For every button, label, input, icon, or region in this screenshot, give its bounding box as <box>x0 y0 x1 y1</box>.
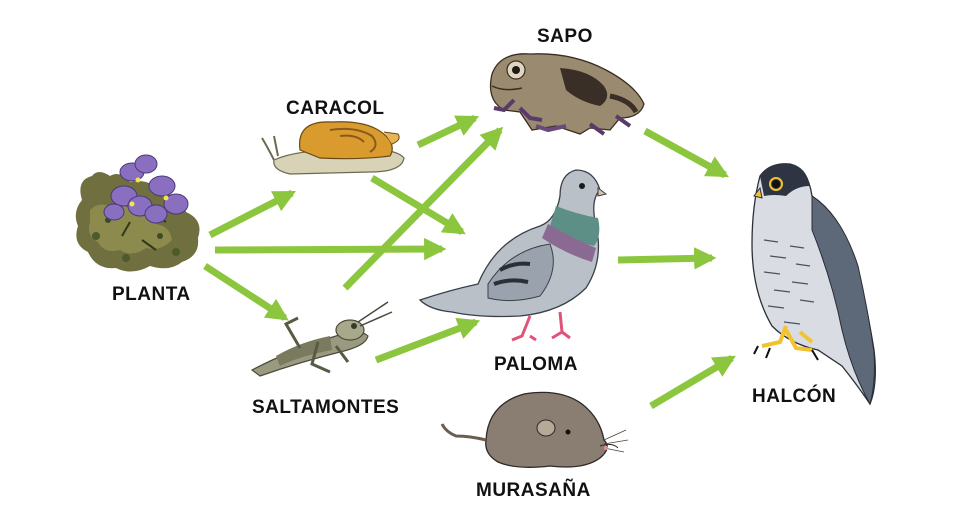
arrow-caracol-sapo <box>416 114 480 149</box>
label-saltamontes: SALTAMONTES <box>252 397 400 418</box>
violet-plant-icon <box>75 154 200 272</box>
label-planta: PLANTA <box>112 284 191 305</box>
label-sapo: SAPO <box>537 26 593 47</box>
pigeon-icon <box>418 169 608 342</box>
falcon-icon <box>751 163 876 406</box>
arrow-murasana-halcon <box>649 354 736 410</box>
arrows <box>203 114 736 410</box>
arrow-saltamontes-paloma <box>374 317 481 364</box>
toad-icon <box>489 53 645 136</box>
label-halcon: HALCÓN <box>752 386 837 407</box>
arrow-paloma-halcon <box>617 247 717 270</box>
arrow-planta-paloma <box>214 237 447 261</box>
shrew-icon <box>440 391 629 468</box>
label-murasana: MURASAÑA <box>476 480 591 501</box>
grasshopper-icon <box>250 301 393 377</box>
arrow-saltamontes-sapo <box>342 126 504 291</box>
label-caracol: CARACOL <box>286 98 385 119</box>
snail-icon <box>261 121 405 175</box>
arrow-caracol-paloma <box>370 174 466 236</box>
arrow-planta-saltamontes <box>203 263 289 321</box>
arrow-planta-caracol <box>208 189 296 239</box>
arrow-sapo-halcon <box>643 127 729 179</box>
label-paloma: PALOMA <box>494 354 578 375</box>
